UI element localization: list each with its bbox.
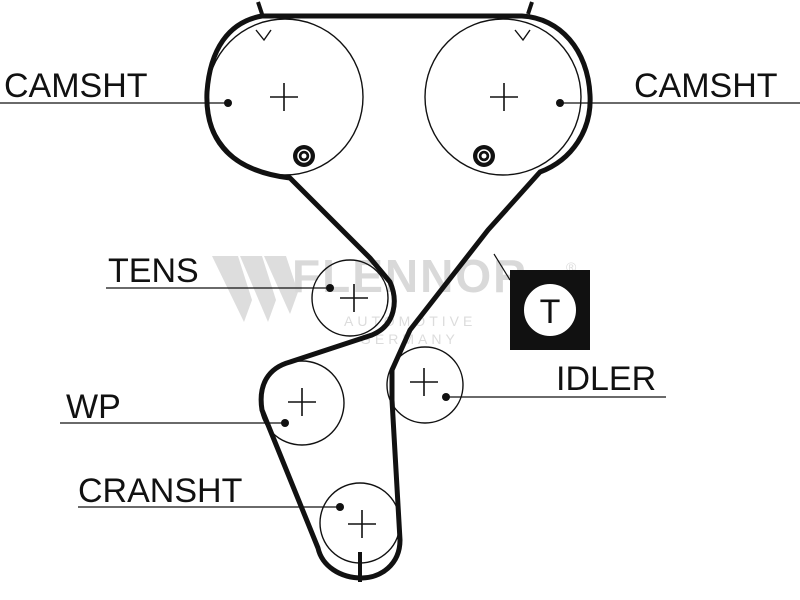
- camshaft-right-bolt: [473, 145, 495, 167]
- label-camshaft-left: CAMSHT: [4, 67, 148, 105]
- tensioner-center-mark: [340, 284, 368, 312]
- idler-pulley: [386, 346, 464, 424]
- water-pump-center-mark: [288, 388, 316, 416]
- crankshaft-pulley: [319, 482, 401, 564]
- timing-belt: [204, 13, 593, 581]
- leader-dots: [224, 99, 564, 511]
- crankshaft-center-mark: [348, 510, 376, 538]
- label-water-pump: WP: [66, 388, 121, 426]
- camshaft-left-center-mark: [270, 83, 298, 111]
- label-crankshaft: CRANSHT: [78, 472, 242, 510]
- cam-bolts: [293, 145, 495, 167]
- tensioner-pulley: [311, 259, 389, 337]
- camshaft-left-bolt: [293, 145, 315, 167]
- pulley-center-marks: [270, 83, 518, 538]
- label-idler: IDLER: [556, 360, 656, 398]
- camshaft-right-center-mark: [490, 83, 518, 111]
- label-tensioner: TENS: [108, 252, 199, 290]
- pulleys: [206, 18, 582, 564]
- tensioner-badge-circle: [522, 282, 578, 338]
- tensioner-badge-letter: T: [540, 293, 561, 331]
- watermark-brand: FLENNOR: [292, 250, 528, 302]
- watermark-logo: [212, 256, 298, 322]
- tensioner-badge: T: [510, 270, 590, 350]
- label-camshaft-right: CAMSHT: [634, 67, 778, 105]
- idler-center-mark: [410, 368, 438, 396]
- tensioner-indicator-line: [493, 253, 511, 281]
- watermark-registered: ®: [566, 259, 580, 275]
- watermark: FLENNOR ® AUTOMOTIVE GERMANY: [212, 250, 580, 347]
- camshaft-left-timing-mark: [255, 29, 272, 42]
- camshaft-right-timing-mark: [514, 29, 531, 42]
- belt-top-marks: [256, 1, 534, 15]
- camshaft-right-pulley: [424, 18, 582, 176]
- leader-lines: [0, 102, 800, 508]
- timing-marks: [255, 29, 531, 42]
